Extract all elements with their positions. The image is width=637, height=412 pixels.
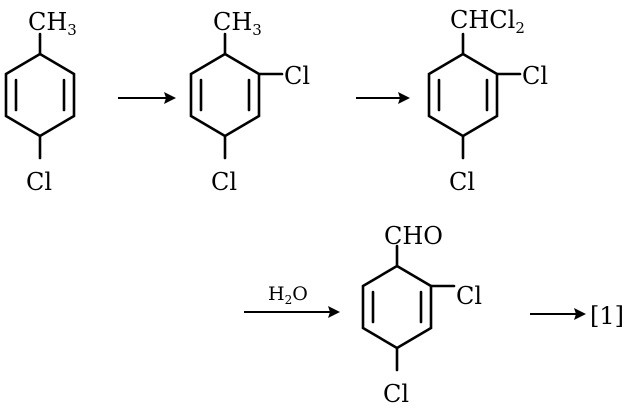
chloro-label: Cl xyxy=(449,168,475,196)
chloro-label: Cl xyxy=(26,168,52,196)
chloro-label: Cl xyxy=(456,282,482,310)
reaction-arrow-2 xyxy=(356,92,410,104)
methyl-label: CH3 xyxy=(28,8,77,39)
aldehyde-label: CHO xyxy=(384,222,443,250)
chloro-label: Cl xyxy=(211,168,237,196)
molecule-2-4-dichlorobenzaldehyde: CHO Cl Cl xyxy=(361,222,482,408)
reaction-arrow-4 xyxy=(530,308,586,320)
reaction-arrow-3: H2O xyxy=(244,283,340,318)
methyl-label: CH3 xyxy=(213,8,262,39)
molecule-2-4-dichlorotoluene: CH3 Cl Cl xyxy=(189,8,310,196)
final-product-label: [1] xyxy=(590,302,624,330)
chloro-label: Cl xyxy=(383,380,409,408)
chloro-label: Cl xyxy=(522,62,548,90)
chloro-label: Cl xyxy=(284,62,310,90)
molecule-dichlorobenzal-chloride: CHCl2 Cl Cl xyxy=(427,6,548,196)
molecule-4-chlorotoluene: CH3 Cl xyxy=(4,8,77,196)
hydrolysis-condition: H2O xyxy=(268,283,308,307)
dichloromethyl-label: CHCl2 xyxy=(450,6,525,37)
reaction-arrow-1 xyxy=(118,92,176,104)
